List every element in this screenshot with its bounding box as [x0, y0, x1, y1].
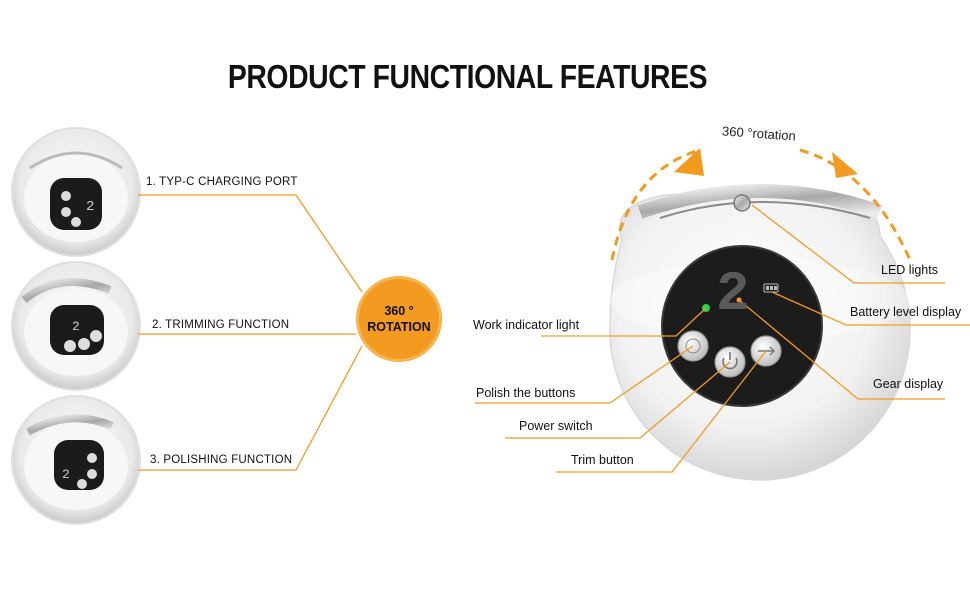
- display-digit: 2: [716, 262, 750, 326]
- feature-label-charging-port: 1. TYP-C CHARGING PORT: [146, 176, 298, 188]
- svg-text:2: 2: [72, 319, 80, 334]
- power-icon: [722, 357, 738, 370]
- rotation-badge-line2: ROTATION: [367, 320, 431, 334]
- page-title: PRODUCT FUNCTIONAL FEATURES: [227, 58, 708, 95]
- thumbnail-trimming: 2: [11, 261, 141, 391]
- callout-gear-display: Gear display: [873, 377, 944, 391]
- rotation-badge-line1: 360 °: [384, 304, 414, 318]
- device-display-panel: [661, 245, 823, 407]
- feature-label-trimming: 2. TRIMMING FUNCTION: [152, 319, 290, 331]
- rotation-badge: 360 ° ROTATION: [356, 276, 442, 362]
- callout-polish-buttons: Polish the buttons: [476, 386, 576, 400]
- svg-text:2: 2: [86, 199, 94, 215]
- callout-trim-button: Trim button: [571, 453, 634, 467]
- thumbnail-charging-port: 2: [11, 127, 141, 257]
- right-connector-lines: [475, 204, 970, 473]
- feature-label-polishing: 3. POLISHING FUNCTION: [150, 454, 293, 466]
- callout-work-indicator-light: Work indicator light: [473, 318, 580, 332]
- thumbnail-polishing: 2: [11, 395, 141, 525]
- rotation-arrow-right-icon: [832, 152, 858, 178]
- rotation-arrow-left-icon: [674, 148, 704, 176]
- svg-text:2: 2: [62, 467, 70, 482]
- left-connector-lines: [138, 194, 363, 471]
- rotation-arc: [610, 148, 912, 261]
- battery-icon: [763, 283, 779, 293]
- callout-power-switch: Power switch: [519, 419, 593, 433]
- callout-battery-level-display: Battery level display: [850, 305, 962, 319]
- callout-led-lights: LED lights: [881, 263, 938, 277]
